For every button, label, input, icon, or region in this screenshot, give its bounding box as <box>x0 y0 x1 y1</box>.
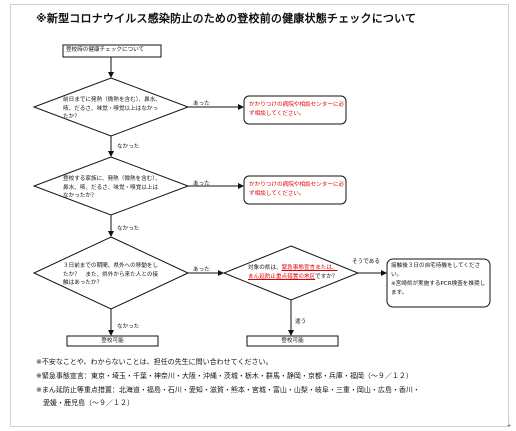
page-title: ※新型コロナウイルス感染防止のための登校前の健康状態チェックについて <box>36 12 417 25</box>
start-box-label: 登校時の健康チェックについて <box>66 47 145 53</box>
start-box <box>62 44 162 58</box>
consult-box-1 <box>243 95 347 125</box>
decision-2-yes-label: あった <box>193 181 210 187</box>
attend-box-2-label: 登校可能 <box>281 338 304 344</box>
attend-box-2 <box>246 335 339 347</box>
decision-3-no-label: なかった <box>117 324 140 330</box>
pcr-text: ※宮崎県が実施するPCR検査を推奨します。 <box>391 281 486 296</box>
home-wait-box <box>386 258 491 308</box>
decision-3-yes-label: あった <box>193 267 210 273</box>
footer-note-4: 愛媛・鹿児島（～９／１２） <box>36 399 134 407</box>
footer-note-1: ※不安なことや、わからないことは、担任の先生に問い合わせてください。 <box>36 358 273 366</box>
consult-box-2-text: かかりつけの病院や相談センターに必ず相談してください。 <box>249 182 345 197</box>
decision-1-yes-label: あった <box>193 101 210 107</box>
footer-note-3: ※まん延防止等重点措置：北海道・福島・石川・愛知・滋賀・熊本・宮城・富山・山梨・… <box>36 386 420 394</box>
consult-box-2 <box>243 175 347 205</box>
attend-box-1 <box>66 335 159 347</box>
consult-box-1-text: かかりつけの病院や相談センターに必ず相談してください。 <box>249 102 345 117</box>
corner-mark: + <box>507 423 512 429</box>
footer-note-2: ※緊急事態宣言：東京・埼玉・千葉・神奈川・大阪・沖縄・茨城・栃木・群馬・静岡・京… <box>36 372 413 380</box>
document-frame <box>10 4 509 427</box>
decision-4-text: 対象の県は、緊急事態宣言または、まん延防止重点措置の地区ですか？ <box>248 265 338 280</box>
attend-box-1-label: 登校可能 <box>101 338 124 344</box>
decision-4-no-label: 違う <box>295 319 307 325</box>
decision-1-no-label: なかった <box>117 144 140 150</box>
decision-2-no-label: なかった <box>117 226 140 232</box>
home-wait-text: 接触後３日の自宅待機をしてください。 <box>391 263 481 278</box>
decision-2-text: 登校する家族に、発熱（微熱を含む）、鼻水、咳、だるさ、味覚・嗅覚以上はなかったか… <box>63 176 161 199</box>
decision-1-text: 前日までに発熱（微熱を含む）、鼻水、咳、だるさ、味覚・嗅覚以上はなかったか？ <box>63 97 161 120</box>
decision-3-text: ３日前までの期間、県外への移動をしたか？ また、県外から来た人との接触はあったか… <box>63 263 159 286</box>
decision-4-yes-label: そうである <box>352 259 380 265</box>
